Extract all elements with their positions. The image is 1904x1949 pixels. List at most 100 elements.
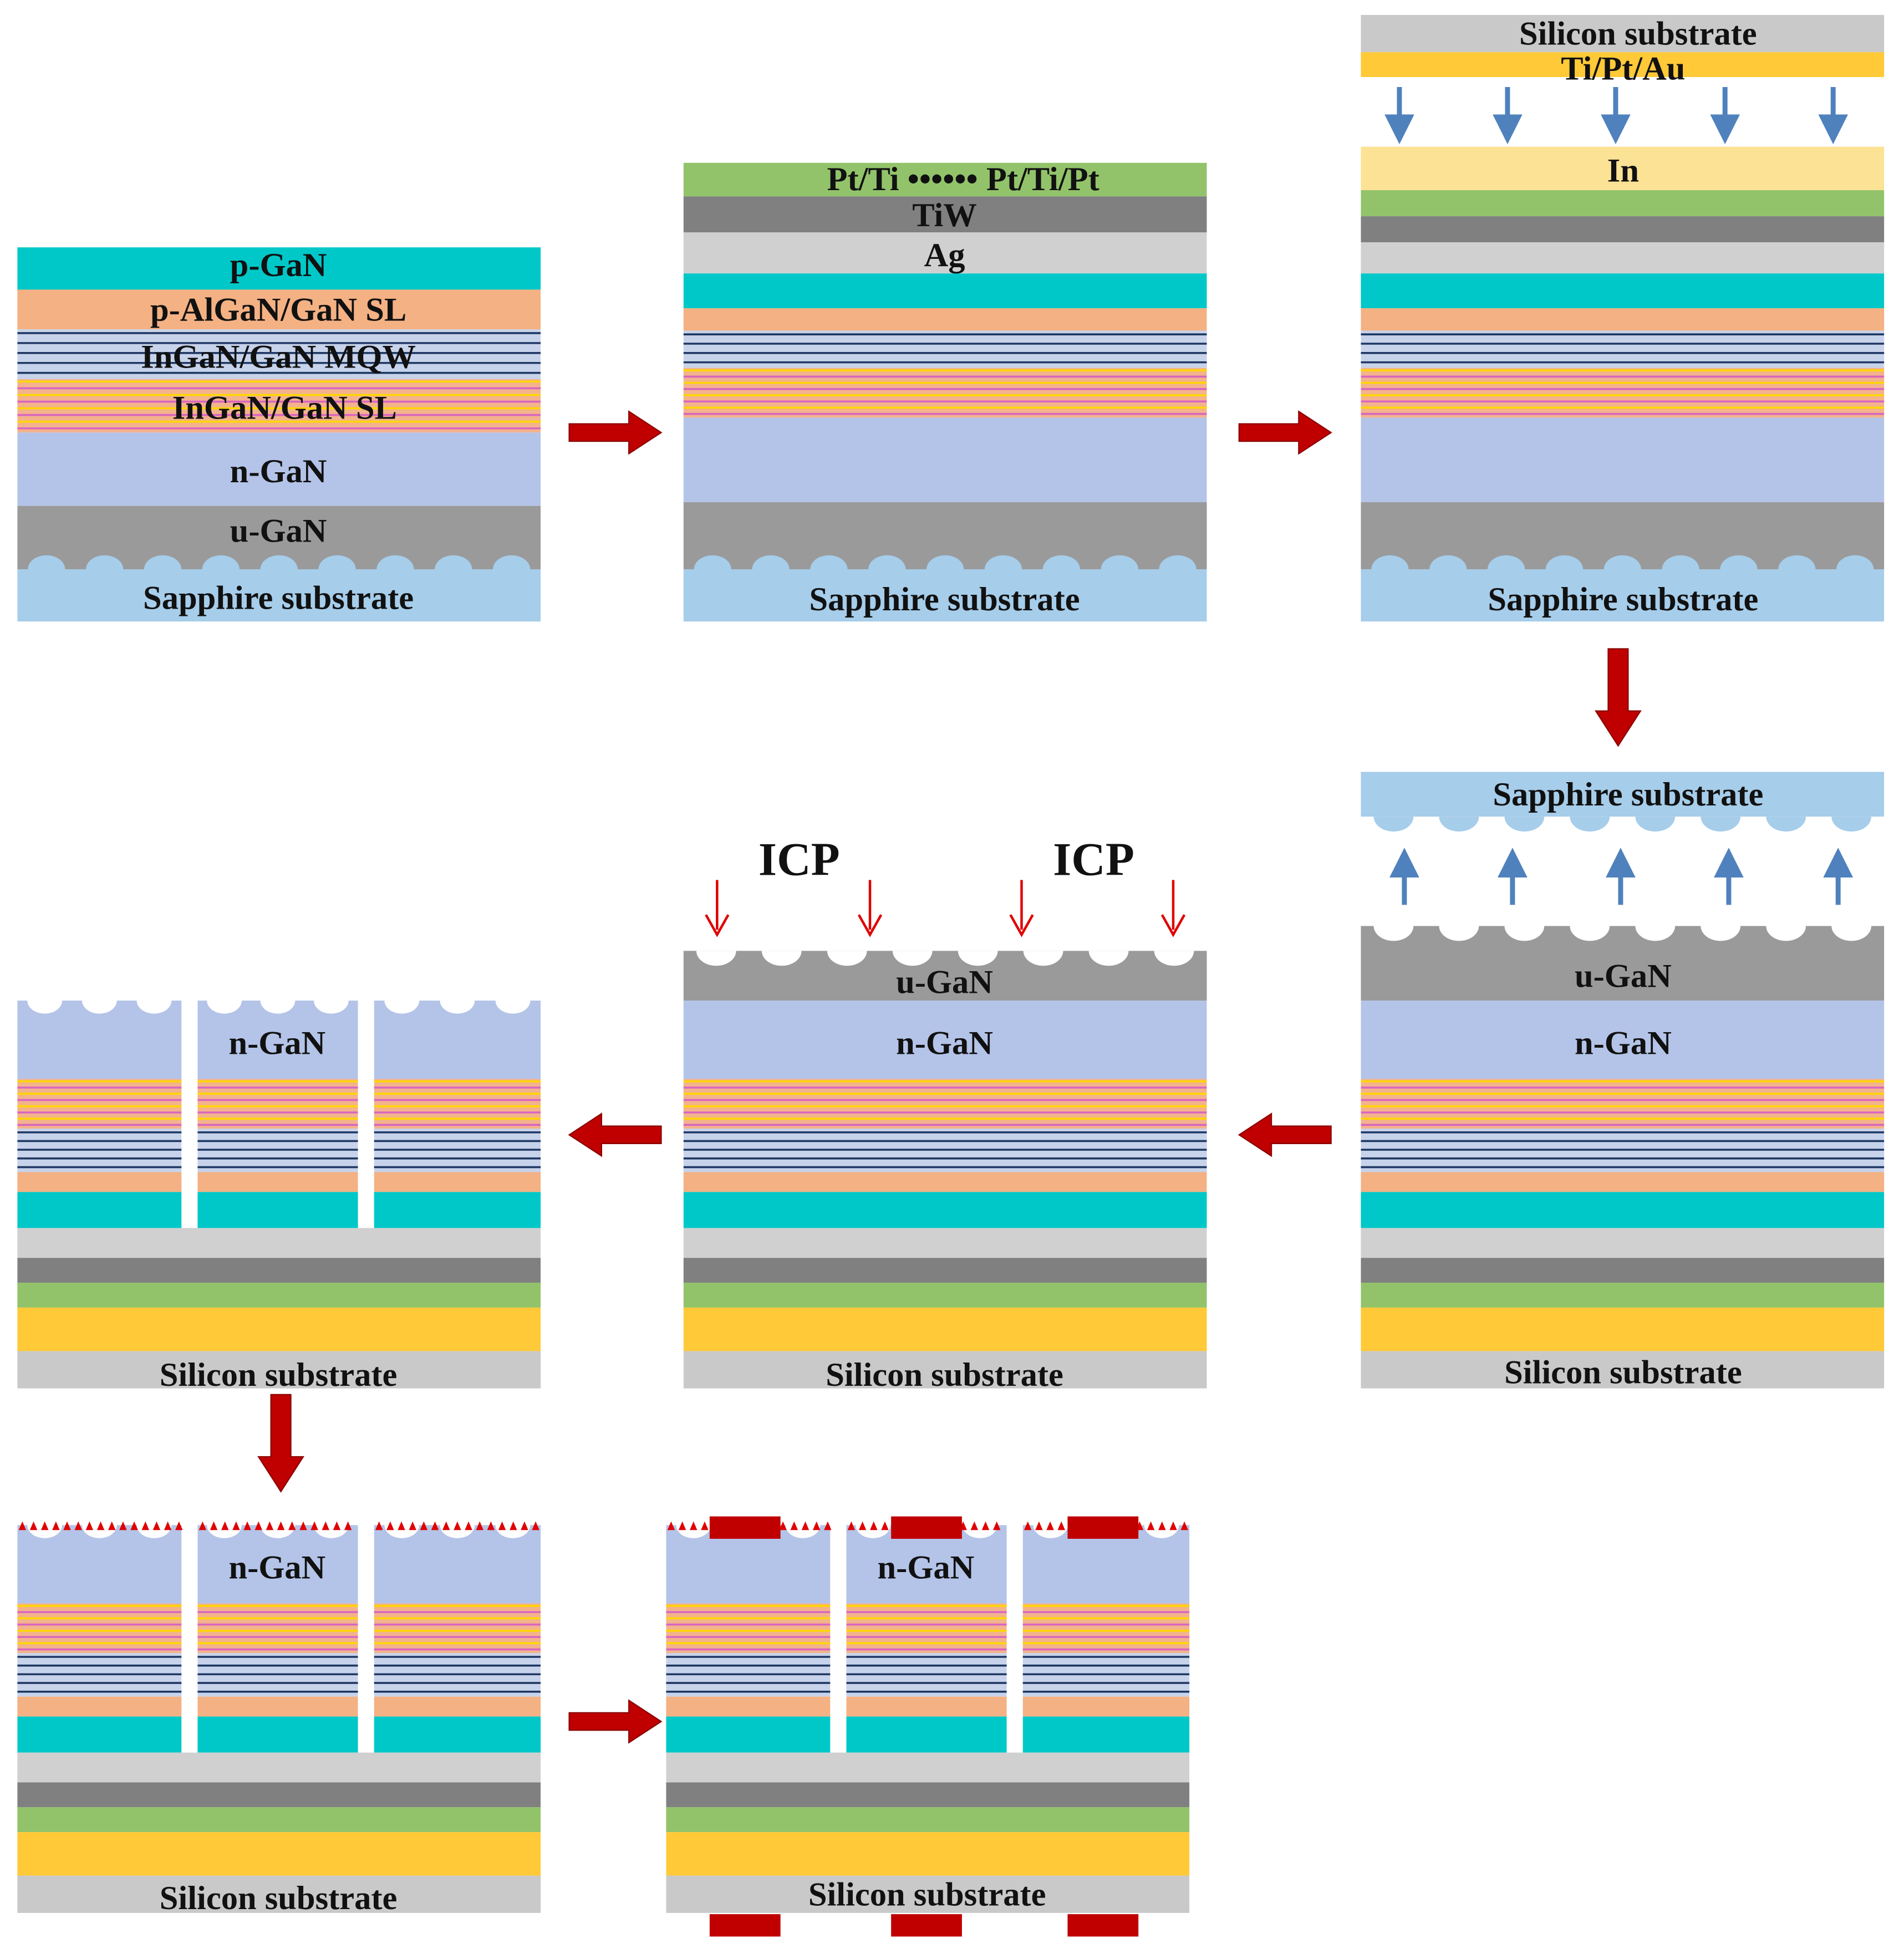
rough-spike [96,1521,105,1530]
sapphire-label: Sapphire substrate [143,580,414,617]
p-gan-label: p-GaN [230,247,327,284]
lift-off-dimple [495,1001,531,1014]
pss-bump [1570,817,1610,832]
ingan-sl-layer [1361,1079,1885,1129]
p-gan-layer [197,1716,358,1753]
u-gan-label: u-GaN [896,964,993,1001]
sapphire-substrate [683,569,1207,622]
sapphire-label: Sapphire substrate [1493,776,1763,813]
p-gan-layer [17,1192,182,1228]
p-gan-layer [1022,1716,1190,1753]
n-gan-label: n-GaN [228,1024,325,1062]
rough-spike [40,1521,49,1530]
in-ti-pt-au-layer [683,1307,1207,1351]
pss-bump [318,555,356,569]
p-gan-layer [374,1192,541,1228]
rough-spike [221,1521,229,1530]
p-algan-sl-layer [1361,1172,1885,1192]
pss-bump [376,555,414,569]
mqw-label: InGaN/GaN MQW [141,339,416,376]
n-electrode [891,1516,962,1539]
rough-spike [398,1521,405,1530]
tiw-layer [666,1782,1190,1808]
ingan-sl-layer [1022,1603,1190,1654]
lift-off-dimple [761,951,802,966]
sapphire-substrate [1361,569,1885,622]
pss-bump [1662,555,1699,569]
rough-spike [52,1521,60,1530]
p-algan-sl-layer [17,289,541,330]
process-arrow-left [568,1113,662,1157]
lift-off-dimple [1154,951,1194,966]
silicon-label: Silicon substrate [826,1356,1063,1394]
rough-spike [1158,1521,1166,1530]
pss-bump [1635,817,1676,832]
rough-spike [498,1521,506,1530]
ingan-sl-layer [683,368,1207,418]
rough-spike [510,1521,517,1530]
p-gan-layer [683,1192,1207,1228]
process-arrow-down [257,1394,304,1493]
lift-off-dimple [1023,951,1063,966]
pt-ti-layer [1361,190,1885,217]
silicon-substrate [17,1351,541,1389]
pss-bump [1766,817,1806,832]
p-algan-sl-layer [17,1172,182,1192]
rough-spike [85,1521,94,1530]
ingan-sl-layer [17,1079,182,1129]
rough-spike [1147,1521,1155,1530]
tiw-layer [17,1258,541,1283]
lift-off-dimple [313,1001,349,1014]
process-arrow-down [1595,648,1642,747]
rough-spike [175,1521,183,1530]
p-gan-layer [1361,1192,1885,1228]
silicon-substrate [1361,1351,1885,1389]
rough-spike [288,1521,296,1530]
rough-spike [420,1521,428,1530]
p-gan-layer [846,1716,1007,1753]
rough-spike [981,1521,990,1530]
ingan-sl-layer [374,1079,541,1129]
rough-spike [210,1521,218,1530]
sapphire-substrate [1361,772,1885,817]
sapphire-substrate [17,569,541,622]
ag-label: Ag [924,237,965,274]
rough-spike [870,1521,878,1530]
rough-spike [1035,1521,1043,1530]
tiw-layer [17,1782,541,1808]
ag-layer [683,232,1207,274]
lift-off-dimple [440,1001,475,1014]
p-algan-sl-layer [1022,1696,1190,1717]
pss-bump [86,555,124,569]
rough-spike [63,1521,71,1530]
process-arrow-right [1238,410,1332,455]
ingan-sl-layer [197,1603,358,1654]
pss-bump [694,555,731,569]
ti-pt-au-layer [1361,52,1885,78]
silicon-substrate [17,1875,541,1913]
n-gan-layer [17,432,541,506]
pss-bump [1439,817,1479,832]
rough-spike [108,1521,116,1530]
pss-bump [435,555,472,569]
ag-layer [17,1752,541,1783]
rough-spike [667,1521,675,1530]
p-gan-layer [666,1716,831,1753]
n-gan-layer [683,417,1207,502]
silicon-substrate [683,1351,1207,1389]
in-ti-pt-au-layer [17,1832,541,1876]
tiw-layer [1361,216,1885,243]
rough-spike [801,1521,810,1530]
tiw-layer [683,196,1207,233]
p-electrode [891,1914,962,1937]
rough-spike [701,1521,709,1530]
pss-bump [752,555,790,569]
lift-off-dimple [82,1001,117,1014]
n-electrode [1067,1516,1139,1539]
n-gan-layer [197,1525,358,1604]
lift-off-dimple [827,951,867,966]
rough-spike [1024,1521,1032,1530]
rough-spike [119,1521,127,1530]
rough-spike [431,1521,439,1530]
p-electrode [709,1914,781,1937]
